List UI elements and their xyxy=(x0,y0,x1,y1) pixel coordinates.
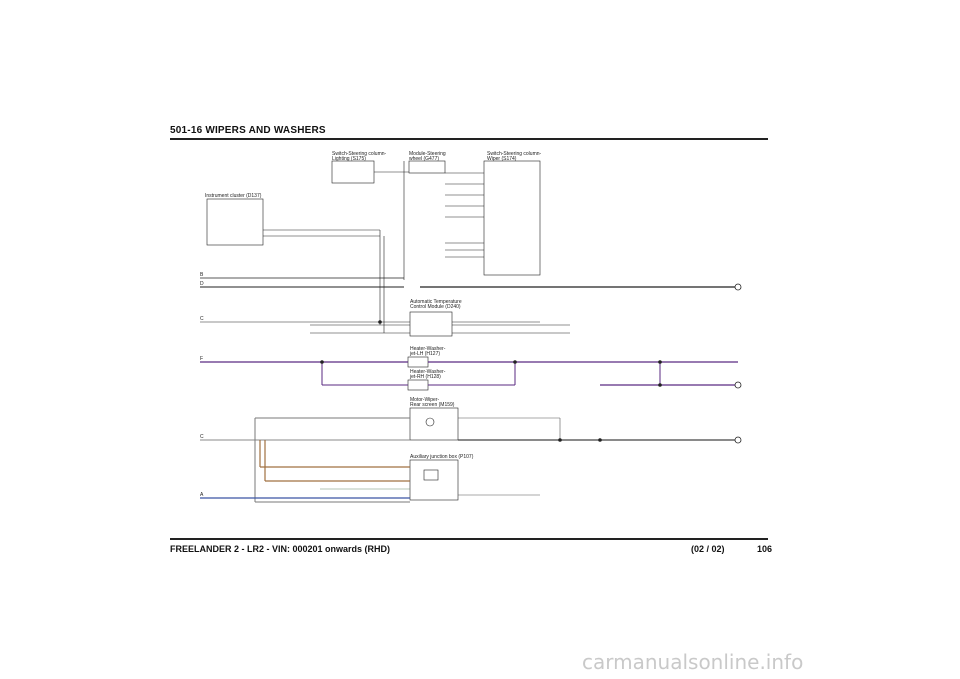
page-title: 501-16 WIPERS AND WASHERS xyxy=(170,125,326,136)
header-rule xyxy=(170,138,768,140)
heater-rh-label: Heater-Washer- xyxy=(410,369,446,375)
sheet-b-letter: B xyxy=(200,272,204,278)
aux-junction-box xyxy=(409,459,459,501)
instrument-label: Instrument cluster (D137) xyxy=(205,193,262,199)
sheet-c-letter: C xyxy=(200,316,204,322)
wiper-switch-label: Switch-Steering column- xyxy=(487,151,542,157)
lighting-switch-box xyxy=(331,160,375,184)
motor-label: Motor-Wiper- xyxy=(410,397,440,403)
footer-page-number: 106 xyxy=(757,544,773,554)
sheet-f-letter: F xyxy=(200,356,203,362)
footer-sheet: (02 / 02) xyxy=(691,544,725,554)
sheet-a-letter: A xyxy=(200,492,204,498)
footer-vehicle: FREELANDER 2 - LR2 - VIN: 000201 onwards… xyxy=(170,544,391,554)
sheet-c2-letter: C xyxy=(200,434,204,440)
svg-text:Wiper (S174): Wiper (S174) xyxy=(487,156,517,162)
svg-text:jet-LH (H127): jet-LH (H127) xyxy=(409,351,440,357)
wiper-switch-box xyxy=(483,160,541,276)
rear-wiper-motor-box xyxy=(409,407,459,441)
svg-text:wheel (G477): wheel (G477) xyxy=(409,156,439,162)
watermark: carmanualsonline.info xyxy=(582,650,804,674)
instrument-cluster-box xyxy=(206,198,264,246)
heater-lh-box xyxy=(407,356,429,368)
svg-text:Control Module (D240): Control Module (D240) xyxy=(410,304,461,310)
heater-lh-label: Heater-Washer- xyxy=(410,346,446,352)
footer-rule xyxy=(170,538,768,540)
svg-text:jet-RH (H128): jet-RH (H128) xyxy=(409,374,441,380)
atc-label: Automatic Temperature xyxy=(410,299,462,305)
svg-text:Lighting (S175): Lighting (S175) xyxy=(332,156,366,162)
heater-rh-box xyxy=(407,379,429,391)
svg-text:Rear screen (M159): Rear screen (M159) xyxy=(410,402,455,408)
sheet-d-letter: D xyxy=(200,281,204,287)
lighting-switch-label: Switch-Steering column- xyxy=(332,151,387,157)
atc-module-box xyxy=(409,311,453,337)
steering-module-box xyxy=(408,160,446,174)
aux-label: Auxiliary junction box (P107) xyxy=(410,454,474,460)
steering-module-label: Module-Steering xyxy=(409,151,446,157)
